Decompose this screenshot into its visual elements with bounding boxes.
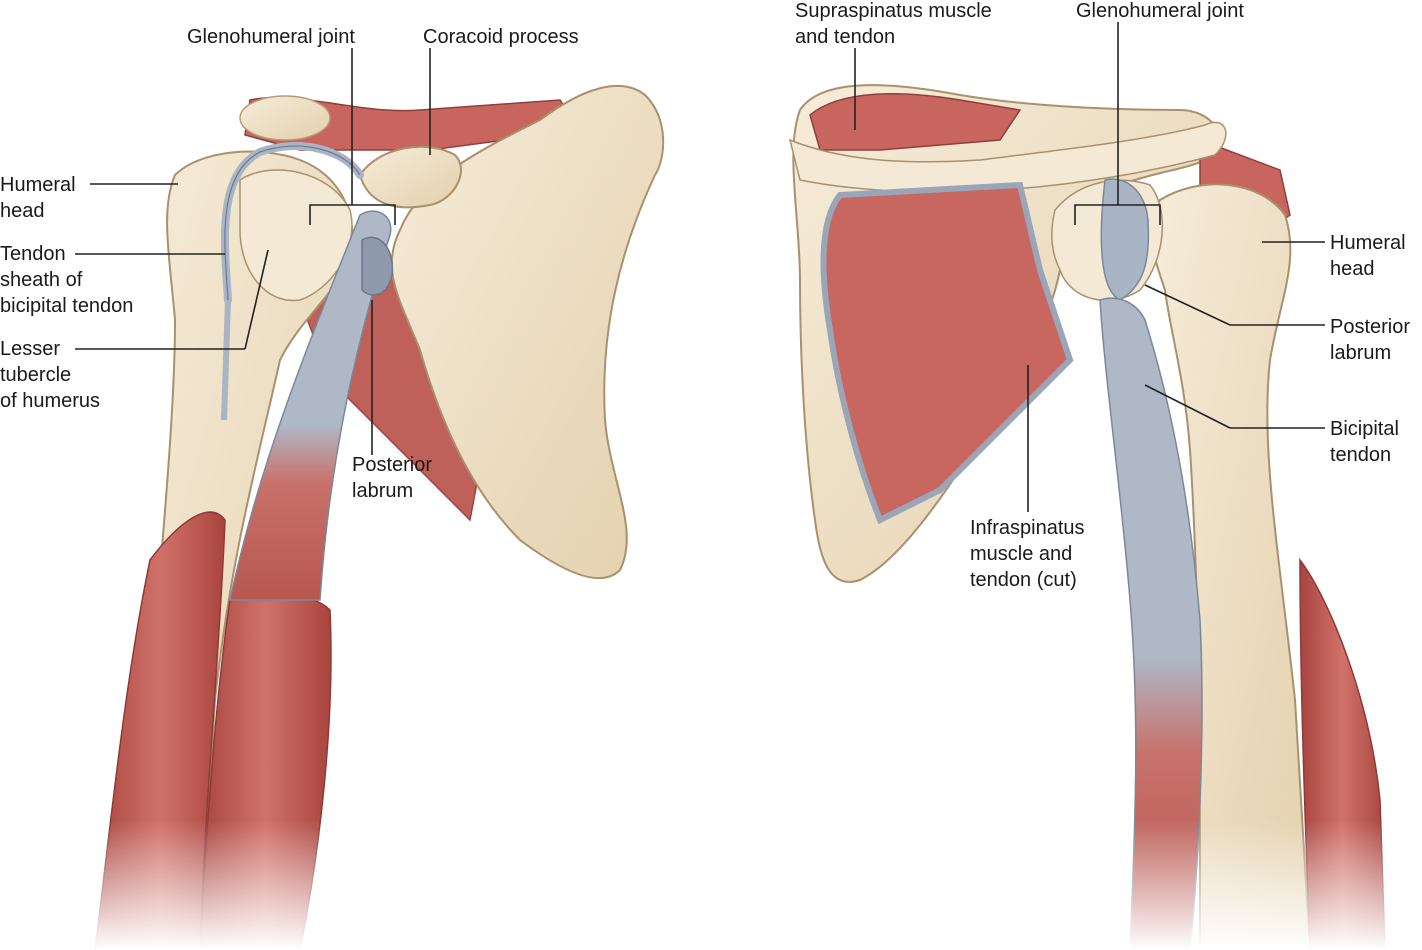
- posterior-labrum-right: [1100, 178, 1150, 301]
- coracoid-process: [358, 145, 462, 209]
- bicipital-tendon-left: [229, 210, 392, 601]
- humerus-posterior: [1149, 183, 1312, 950]
- label-tendon-sheath: Tendon sheath of bicipital tendon: [0, 243, 134, 317]
- label-posterior-labrum-left: Posterior labrum: [352, 454, 433, 502]
- label-humeral-head-right: Humeral head: [1330, 232, 1406, 280]
- posterior-labrum-left: [361, 236, 394, 296]
- leader-lines: [75, 22, 1325, 512]
- label-glenohumeral-joint-right: Glenohumeral joint: [1076, 0, 1244, 22]
- infraspinatus-muscle: [820, 181, 1074, 525]
- label-glenohumeral-joint-left: Glenohumeral joint: [187, 26, 355, 48]
- label-infraspinatus: Infraspinatus muscle and tendon (cut): [970, 517, 1085, 591]
- label-coracoid-process: Coracoid process: [423, 26, 579, 48]
- right-shoulder-view: [788, 84, 1386, 950]
- scapula-bone: [390, 84, 665, 579]
- label-lesser-tubercle: Lesser tubercle of humerus: [0, 338, 101, 412]
- label-supraspinatus: Supraspinatus muscle and tendon: [795, 0, 992, 48]
- label-bicipital-tendon: Bicipital tendon: [1330, 418, 1399, 466]
- bottom-fade: [0, 820, 1422, 950]
- supraspinatus-muscle: [809, 93, 1022, 151]
- label-humeral-head-left: Humeral head: [0, 174, 76, 222]
- label-posterior-labrum-right: Posterior labrum: [1330, 316, 1411, 364]
- clavicle-end: [239, 95, 331, 141]
